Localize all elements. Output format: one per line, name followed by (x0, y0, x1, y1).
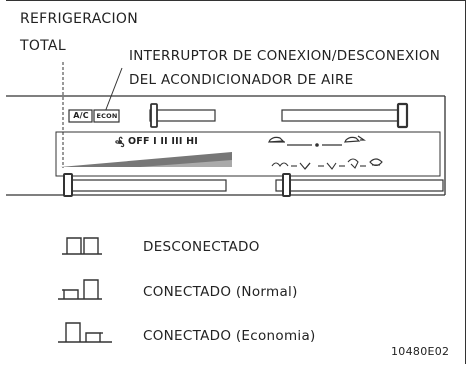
legend-state-econ-pressed-icon (58, 322, 112, 343)
air-intake-icons (267, 135, 366, 147)
airflow-slider-knob (282, 173, 291, 197)
callout-total-refrigeration-line1: REFRIGERACION (20, 11, 138, 27)
temperature-wedge (60, 152, 232, 167)
ac-switch-leader (104, 67, 123, 113)
legend-state-ac-pressed-icon (58, 279, 102, 300)
fan-speed-labels: OFF I II III HI (128, 136, 198, 147)
temp-slider-knob (150, 103, 158, 128)
temperature-slider-knob (63, 173, 73, 197)
figure-code: 10480E02 (391, 345, 450, 358)
ac-button-label: A/C (73, 111, 89, 120)
callout-ac-switch-line2: DEL ACONDICIONADOR DE AIRE (129, 72, 354, 88)
legend-label-off: DESCONECTADO (143, 239, 260, 255)
fan-icon (115, 136, 125, 148)
figure-frame (6, 0, 466, 364)
air-mode-icons (271, 158, 383, 170)
ac-button-shape (68, 109, 93, 123)
callout-ac-switch-line1: INTERRUPTOR DE CONEXION/DESCONEXION (129, 48, 441, 64)
legend-label-normal: CONECTADO (Normal) (143, 284, 298, 300)
econ-button-label: ECON (96, 112, 118, 120)
callout-total-refrigeration-line2: TOTAL (20, 38, 66, 54)
legend-state-both-up-icon (62, 237, 102, 255)
econ-button-shape (93, 109, 120, 123)
legend-label-economy: CONECTADO (Economia) (143, 328, 316, 344)
mode-slider-knob (396, 102, 409, 129)
